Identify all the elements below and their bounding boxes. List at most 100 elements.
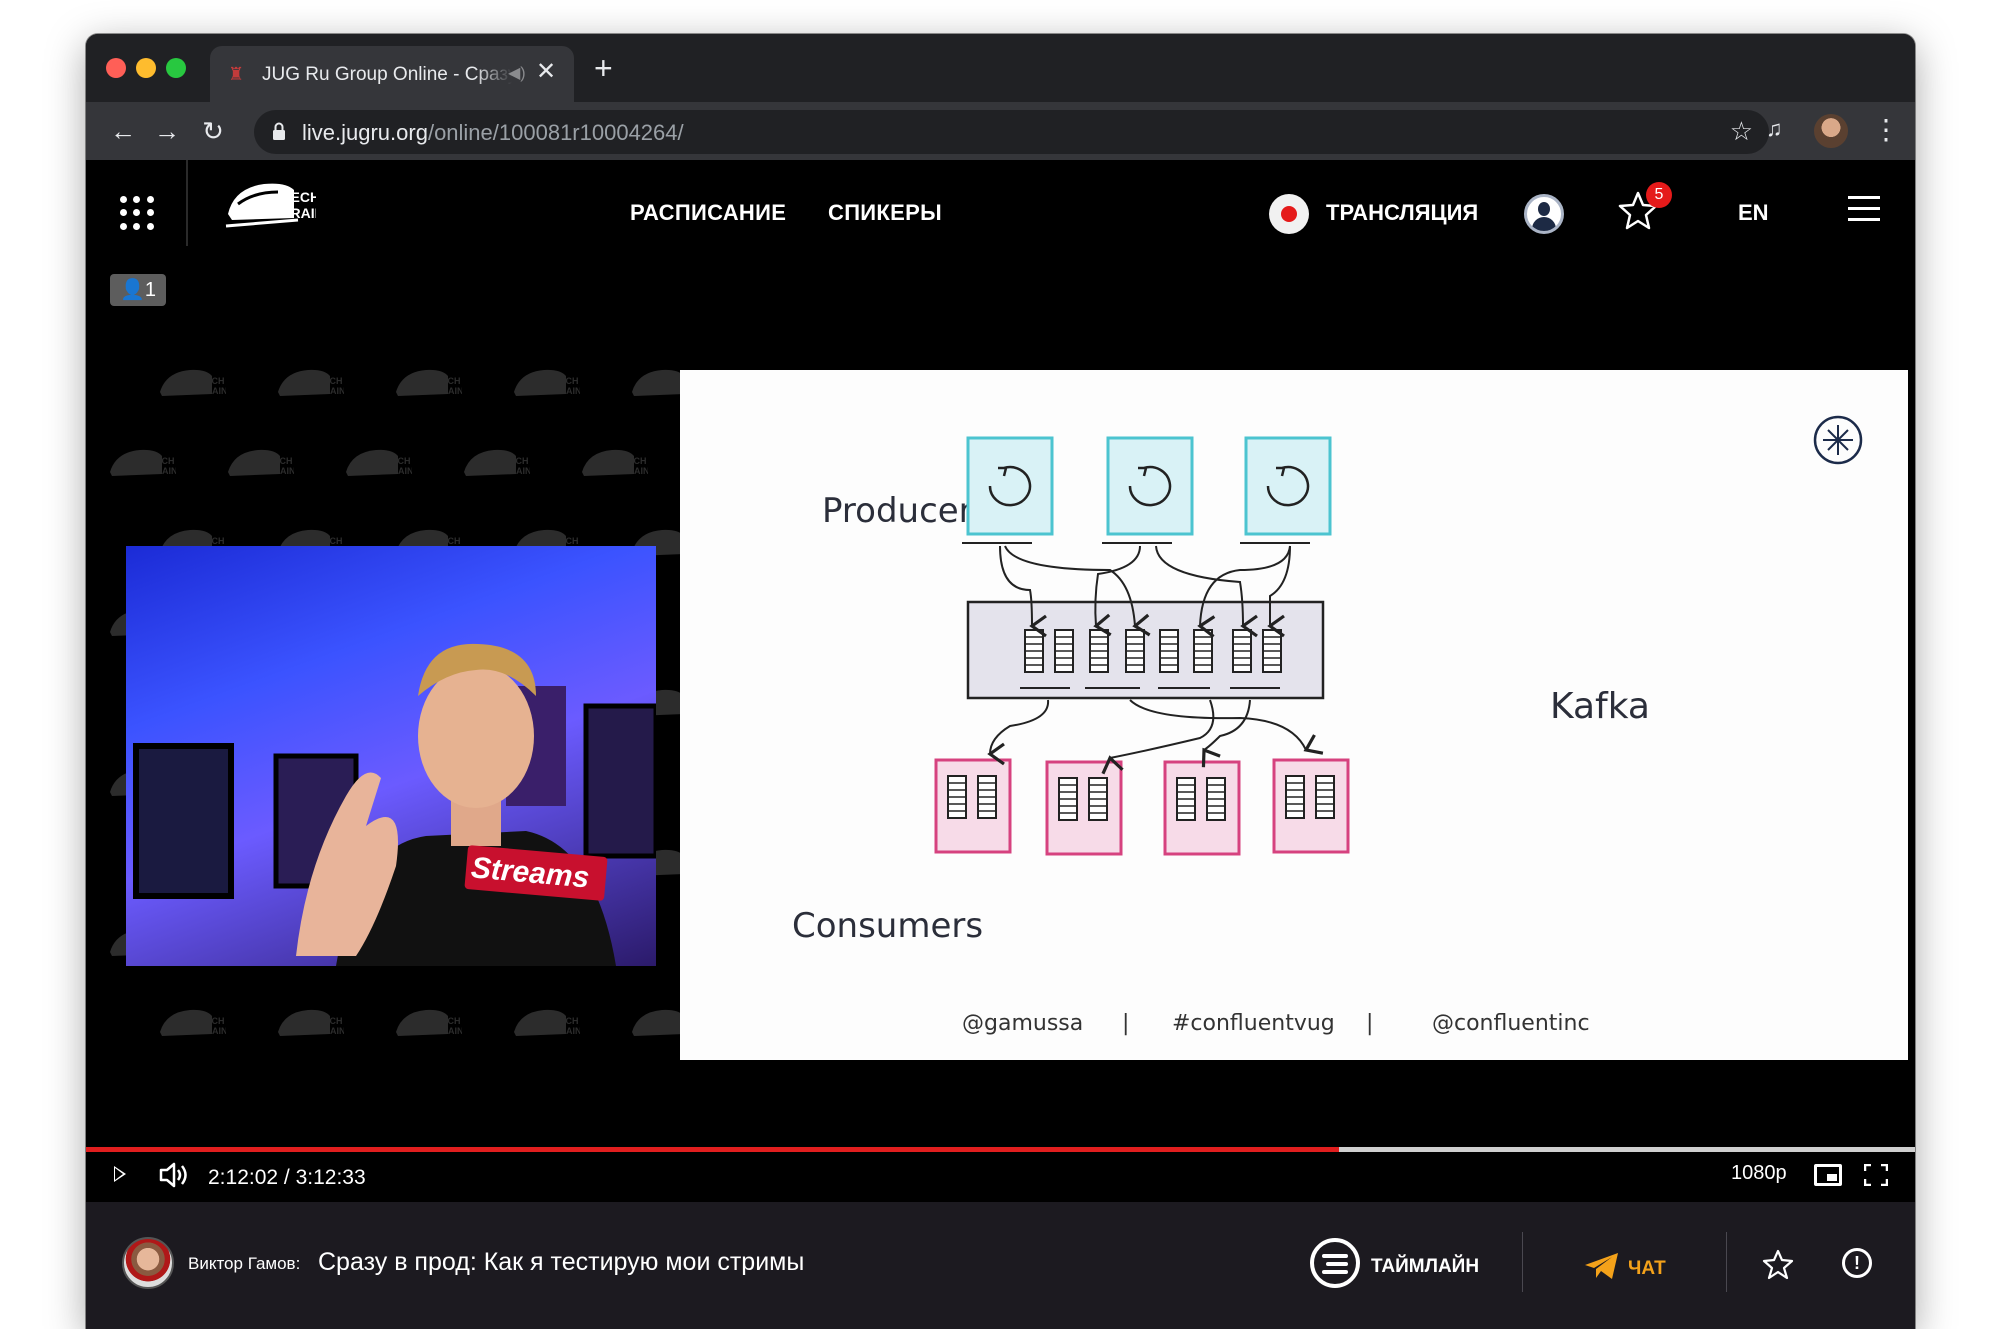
speaker-webcam: Streams [126,546,656,966]
svg-text:TECH: TECH [554,376,579,386]
picture-in-picture-icon[interactable] [1814,1164,1842,1186]
svg-text:TECH: TECH [436,376,461,386]
chat-button[interactable]: ЧАТ [1628,1258,1666,1279]
producers-group [962,436,1332,544]
svg-text:TECH: TECH [672,376,686,386]
tab-title: JUG Ru Group Online - Сразу в прод: Как … [262,64,512,85]
hamburger-menu-icon[interactable] [1848,196,1880,221]
svg-text:TECH: TECH [318,1016,343,1026]
slide-footer-sep2: | [1366,1011,1373,1036]
nav-schedule[interactable]: РАСПИСАНИЕ [630,200,787,225]
tab-close-icon[interactable]: ✕ [536,58,557,85]
site-header: TECH TRAIN РАСПИСАНИЕ СПИКЕРЫ ТРАНСЛЯЦИЯ… [86,160,1915,276]
svg-text:TRAIN: TRAIN [672,706,686,716]
talk-title: Сразу в прод: Как я тестирую мои стримы [318,1248,805,1276]
url-text[interactable]: live.jugru.org/online/100081r10004264/ [302,120,684,146]
producer-box [1244,436,1332,536]
svg-text:TRAIN: TRAIN [318,1026,344,1036]
profile-avatar[interactable] [1814,114,1848,148]
producers-label: Producers [822,491,990,531]
header-divider [186,160,188,246]
flow-arrow [1267,545,1291,638]
svg-text:TECH: TECH [672,536,686,546]
telegram-chat-icon[interactable] [1584,1252,1620,1280]
info-icon[interactable]: ! [1842,1248,1872,1278]
svg-text:TRAIN: TRAIN [386,466,412,476]
svg-text:TRAIN: TRAIN [200,386,226,396]
tab-strip: ♜ JUG Ru Group Online - Сразу в прод: Ка… [86,34,1915,102]
svg-text:TECH: TECH [200,536,225,546]
speaker-name[interactable]: Виктор Гамов: [188,1254,301,1273]
nav-speakers[interactable]: СПИКЕРЫ [828,200,942,225]
logo-text-train: TRAIN [282,205,316,221]
flow-arrow [1129,699,1324,755]
svg-text:TRAIN: TRAIN [554,1026,580,1036]
svg-text:TRAIN: TRAIN [318,386,344,396]
fullscreen-icon[interactable] [1864,1164,1888,1186]
consumers-label: Consumers [792,906,983,946]
svg-text:TRAIN: TRAIN [436,386,462,396]
bookmark-star-icon[interactable]: ☆ [1729,116,1753,146]
media-control-icon[interactable]: ♫ [1766,116,1783,141]
audio-playing-icon[interactable]: ◀) [508,65,526,82]
apps-grid-icon[interactable] [120,196,154,230]
browser-menu-icon[interactable]: ⋮ [1872,114,1900,145]
timeline-icon[interactable] [1310,1238,1360,1288]
language-switch[interactable]: EN [1738,200,1769,225]
bar-divider [1522,1232,1523,1292]
close-window-button[interactable] [106,58,126,78]
logo-text-tech: TECH [282,189,316,205]
svg-text:TECH: TECH [436,1016,461,1026]
flow-arrow [1004,545,1151,637]
svg-text:TRAIN: TRAIN [672,1026,686,1036]
live-broadcast-link[interactable]: ТРАНСЛЯЦИЯ [1326,200,1479,225]
confluent-logo-icon [1813,415,1863,465]
browser-tab[interactable]: ♜ JUG Ru Group Online - Сразу в прод: Ка… [210,46,574,102]
cycle-icon [1266,465,1310,507]
site-favicon-icon: ♜ [228,64,245,84]
svg-text:TECH: TECH [672,696,686,706]
svg-text:TRAIN: TRAIN [268,466,294,476]
maximize-window-button[interactable] [166,58,186,78]
progress-bar[interactable] [86,1147,1915,1152]
kafka-label: Kafka [1550,686,1650,727]
lock-icon[interactable] [272,122,286,140]
new-tab-button[interactable]: + [594,50,613,86]
svg-text:TECH: TECH [200,376,225,386]
slide-footer-twitter: @gamussa [962,1011,1083,1036]
speaker-avatar[interactable] [122,1237,174,1289]
techtrain-logo[interactable]: TECH TRAIN [224,174,316,234]
svg-text:TECH: TECH [672,1016,686,1026]
video-player[interactable]: TECHTRAINTECHTRAINTECHTRAINTECHTRAINTECH… [86,314,1915,1169]
svg-text:TRAIN: TRAIN [554,386,580,396]
svg-text:TECH: TECH [386,456,411,466]
svg-text:TRAIN: TRAIN [504,466,530,476]
svg-text:TECH: TECH [554,536,579,546]
svg-text:TECH: TECH [672,856,686,866]
producer-box [1106,436,1194,536]
quality-selector[interactable]: 1080p [1731,1162,1787,1184]
volume-icon[interactable] [158,1160,190,1190]
live-record-icon[interactable] [1269,194,1309,234]
flow-arrow [1155,545,1258,638]
svg-text:TECH: TECH [150,456,175,466]
viewers-counter: 👤1 [110,274,166,306]
timeline-button[interactable]: ТАЙМЛАЙН [1371,1256,1480,1277]
reload-button[interactable]: ↻ [202,116,224,146]
producer-box [966,436,1054,536]
minimize-window-button[interactable] [136,58,156,78]
bar-divider [1726,1232,1727,1292]
forward-button[interactable]: → [154,116,180,146]
favorite-talk-star-icon[interactable] [1762,1248,1794,1280]
play-icon[interactable] [114,1166,126,1182]
address-bar[interactable]: live.jugru.org/online/100081r10004264/ ☆ [254,110,1769,154]
user-account-icon[interactable] [1524,194,1564,234]
back-button[interactable]: ← [110,116,136,146]
